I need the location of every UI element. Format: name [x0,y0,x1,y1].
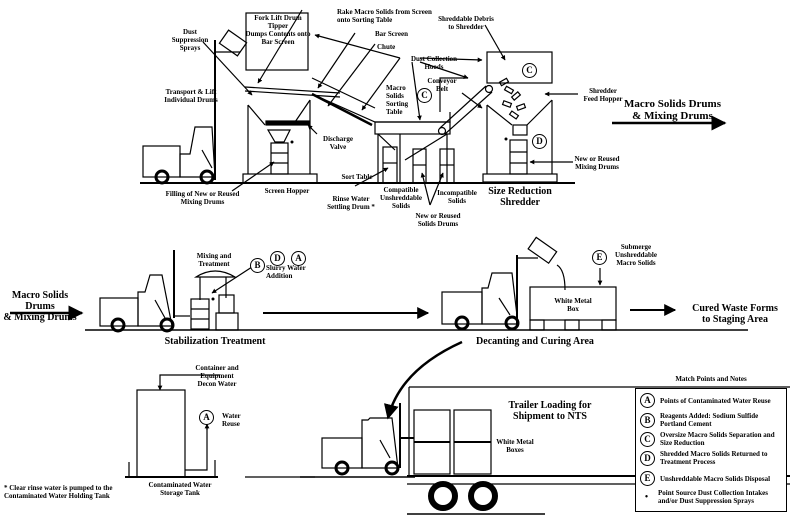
forklift-3 [441,236,566,331]
label-macro-sorting-table: Macro Solids Sorting Table [386,84,409,116]
label-shreddable-debris: Shreddable Debris to Shredder [438,15,494,31]
mixing-station [190,270,239,331]
label-conveyor-belt: Conveyor Belt [427,77,457,93]
label-storage-tank: Contaminated Water Storage Tank [148,481,212,497]
label-decanting: Decanting and Curing Area [476,336,594,347]
label-sort-table: Sort Table [341,173,373,181]
label-shredder-feed-hopper: Shredder Feed Hopper [583,87,623,103]
white-metal-box [529,286,617,331]
dust-point-icon: • [644,491,649,503]
label-container-decon: Container and Equipment Decon Water [195,364,239,388]
match-point-b: B [250,258,265,273]
drum-tipper [215,29,248,57]
match-point-d-stabilization: D [270,251,285,266]
legend-key-a: A [640,393,655,408]
match-point-a-stabilization: A [291,251,306,266]
legend-key-d: D [640,450,655,466]
match-point-c-sorting: C [417,88,432,103]
label-transport-lift: Transport & Lift Individual Drums [164,88,218,104]
label-filling-drums: Filling of New or Reused Mixing Drums [165,190,240,206]
legend-item-c: C Oversize Macro Solids Separation and S… [640,431,784,447]
legend-item-a: A Points of Contaminated Water Reuse [640,393,784,408]
legend-item-e: E Unshreddable Macro Solids Disposal [640,471,784,486]
match-point-e: E [592,250,607,265]
screen-hopper [242,99,318,184]
dust-point [290,140,294,144]
label-dust-suppression: Dust Suppression Sprays [171,28,209,52]
legend-key-b: B [640,412,655,428]
legend-text-c: Oversize Macro Solids Separation and Siz… [660,431,775,447]
label-cured-waste: Cured Waste Forms to Staging Area [692,303,778,325]
label-fork-lift-tipper: Fork Lift Drum Tipper Dumps Contents ont… [245,14,311,46]
trailer [407,386,790,515]
tipper-label-box [245,12,309,71]
legend-text-b: Reagents Added: Sodium Sulfide Portland … [660,412,759,428]
label-trailer-loading: Trailer Loading for Shipment to NTS [508,400,592,422]
label-compatible: Compatible Unshreddable Solids [380,186,422,210]
legend-text-a: Points of Contaminated Water Reuse [660,396,771,405]
label-slurry-water: Slurry Water Addition [266,264,306,280]
legend-text-e: Unshreddable Macro Solids Disposal [660,474,771,483]
water-storage-tank [125,374,315,478]
label-dust-collection: Dust Collection Hoods [410,55,458,71]
size-reduction-shredder [482,51,558,183]
label-flow-in: Macro Solids Drums & Mixing Drums [3,290,77,323]
label-size-reduction: Size Reduction Shredder [488,186,552,208]
label-new-reused-solids: New or Reused Solids Drums [415,212,461,228]
curved-flow-arrow [384,340,463,420]
label-submerge: Submerge Unshreddable Macro Solids [615,243,657,267]
match-point-a-tank: A [199,410,214,425]
legend-title: Match Points and Notes [675,375,747,383]
legend: A Points of Contaminated Water Reuse B R… [635,388,787,512]
label-white-metal-boxes: White Metal Boxes [496,438,534,454]
legend-text-dust: Point Source Dust Collection Intakes and… [658,489,768,505]
label-flow-out: Macro Solids Drums & Mixing Drums [624,98,721,122]
legend-item-b: B Reagents Added: Sodium Sulfide Portlan… [640,412,784,428]
dust-point [211,297,215,301]
dust-point [504,137,508,141]
label-discharge-valve: Discharge Valve [323,135,353,151]
label-stabilization: Stabilization Treatment [164,336,266,347]
conveyor-belt [437,77,494,136]
label-chute: Chute [377,43,396,51]
label-bar-screen: Bar Screen [375,30,408,38]
legend-item-dust: • Point Source Dust Collection Intakes a… [640,489,784,505]
sorting-table [311,93,455,184]
label-rake-macro: Rake Macro Solids from Screen onto Sorti… [337,8,432,24]
label-new-reused-mixing: New or Reused Mixing Drums [574,155,620,171]
label-rinse-water: Rinse Water Settling Drum * [327,195,375,211]
legend-key-e: E [640,471,655,486]
legend-item-d: D Shredded Macro Solids Returned to Trea… [640,450,784,466]
match-point-d-shredder: D [532,134,547,149]
forklift-4 [321,403,414,476]
forklift-2 [99,250,190,333]
match-point-c-shredder: C [522,63,537,78]
legend-key-c: C [640,431,655,447]
label-footnote: * Clear rinse water is pumped to the Con… [4,484,113,500]
label-white-metal-box: White Metal Box [554,297,592,313]
forklift-1 [142,40,216,185]
label-mixing-treatment: Mixing and Treatment [196,252,232,268]
legend-text-d: Shredded Macro Solids Returned to Treatm… [660,450,768,466]
label-water-reuse: Water Reuse [222,412,241,428]
label-incompatible: Incompatible Solids [437,189,477,205]
label-screen-hopper: Screen Hopper [264,187,310,195]
